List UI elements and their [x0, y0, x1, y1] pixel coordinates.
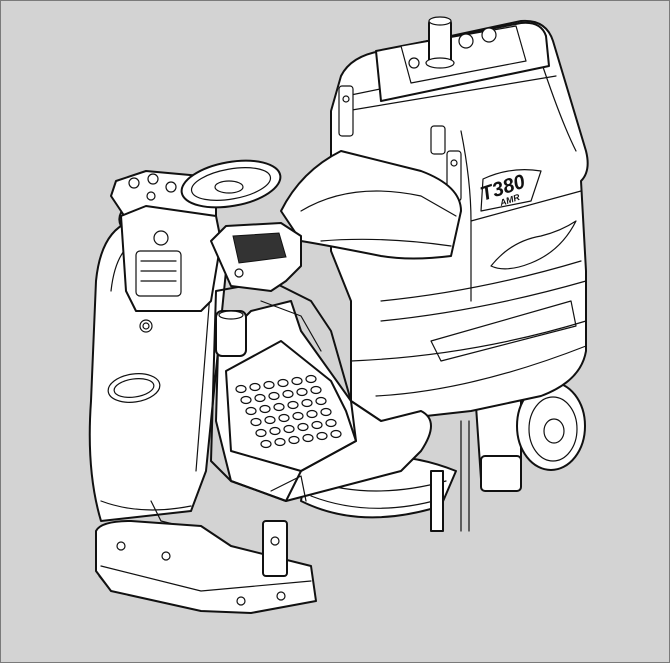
deck-hole [254, 393, 266, 403]
deck-hole [311, 420, 323, 430]
deck-hole [277, 378, 289, 388]
beacon-light [428, 18, 452, 65]
deck-hole [250, 417, 262, 427]
console-button-1 [128, 177, 140, 189]
foot-deck [225, 340, 357, 472]
deck-hole [330, 429, 342, 439]
deck-hole [305, 374, 317, 384]
console-button-3 [165, 181, 177, 193]
deck-hole [306, 409, 318, 419]
wheel-hub [543, 418, 565, 444]
deck-hole [282, 389, 294, 399]
key-switch [153, 230, 169, 246]
deck-hole [287, 400, 299, 410]
deck-hole [316, 431, 328, 441]
deck-hole [240, 395, 252, 405]
deck-hole [268, 391, 280, 401]
deck-hole [283, 424, 295, 434]
deck-hole [288, 435, 300, 445]
deck-hole [325, 418, 337, 428]
deck-hole [278, 413, 290, 423]
deck-hole [297, 422, 309, 432]
deck-hole [315, 396, 327, 406]
front-bracket [262, 520, 288, 577]
console-button-2 [147, 173, 159, 185]
deck-hole [302, 433, 314, 443]
operator-seat [280, 150, 462, 260]
side-panel [210, 280, 357, 502]
lid-knob-2 [481, 27, 497, 43]
control-console [110, 159, 302, 357]
deck-hole [263, 380, 275, 390]
deck-hole [291, 376, 303, 386]
deck-hole [260, 439, 272, 449]
touchscreen-display [232, 232, 287, 264]
console-button-4 [146, 191, 156, 201]
side-decal [490, 220, 577, 270]
deck-hole [249, 382, 261, 392]
deck-hole [320, 407, 332, 417]
deck-hole [235, 384, 247, 394]
deck-hole [259, 404, 271, 414]
front-skirt [95, 520, 317, 614]
deck-hole-pattern [235, 374, 342, 449]
deck-hole [296, 387, 308, 397]
deck-hole [292, 411, 304, 421]
lid-knob-1 [458, 33, 474, 49]
deck-hole [255, 428, 267, 438]
deck-hole [269, 426, 281, 436]
deck-hole [273, 402, 285, 412]
deck-hole [274, 437, 286, 447]
deck-hole [310, 385, 322, 395]
deck-hole [264, 415, 276, 425]
tank-lid [375, 16, 550, 102]
deck-hole [245, 406, 257, 416]
rear-wheel-assembly [475, 381, 586, 492]
pedal-cluster [135, 250, 182, 297]
deck-hole [301, 398, 313, 408]
